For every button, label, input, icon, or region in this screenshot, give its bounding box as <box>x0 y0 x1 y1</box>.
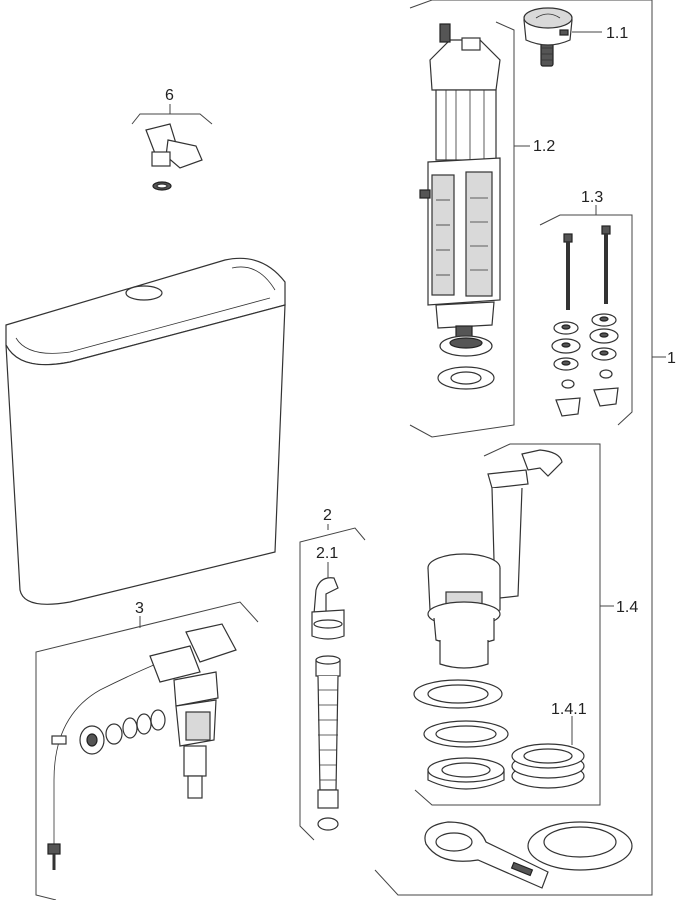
fixing-set-illustration <box>551 225 619 417</box>
cistern-illustration <box>5 257 286 605</box>
label-1-3: 1.3 <box>581 189 603 206</box>
fill-valve-illustration <box>47 623 237 870</box>
part-labels: 1 1.1 1.2 1.3 1.4 1.4.1 2 2.1 3 6 <box>135 25 676 718</box>
wrench-illustration <box>424 821 549 889</box>
bracket-lines <box>35 0 666 900</box>
label-2-1: 2.1 <box>316 545 338 562</box>
label-1-4-1: 1.4.1 <box>551 701 587 718</box>
flush-valve-illustration <box>419 23 501 390</box>
angle-valve-illustration <box>145 123 203 191</box>
gasket-ring-illustration <box>527 821 633 871</box>
label-1-1: 1.1 <box>606 25 628 42</box>
seal-set-illustration <box>511 743 585 789</box>
label-6: 6 <box>165 87 174 104</box>
label-1-4: 1.4 <box>616 599 638 616</box>
label-3: 3 <box>135 600 144 617</box>
label-1: 1 <box>667 350 676 367</box>
push-button-illustration <box>523 7 573 67</box>
overflow-pipe-illustration <box>311 577 345 831</box>
drain-valve-illustration <box>413 449 563 790</box>
label-1-2: 1.2 <box>533 138 555 155</box>
label-2: 2 <box>323 507 332 524</box>
